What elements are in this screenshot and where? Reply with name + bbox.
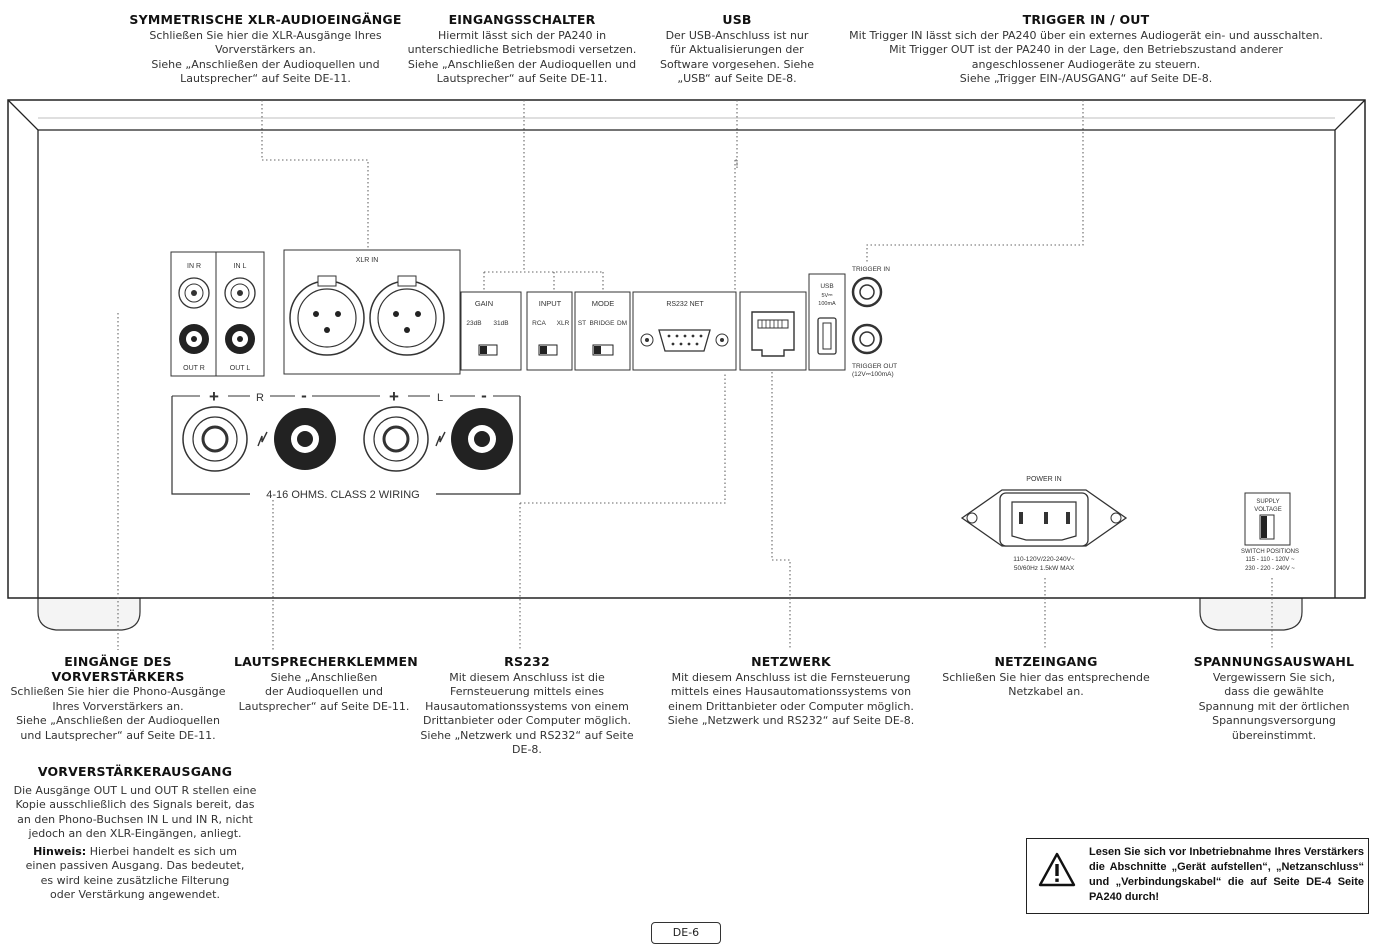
trigger-out-spec: (12V⎓100mA) <box>852 371 894 378</box>
anno-speaker-terminals: LAUTSPRECHERKLEMMEN Siehe „Anschließen d… <box>234 654 418 714</box>
anno-title: USB <box>722 12 752 27</box>
switch-positions-label: SWITCH POSITIONS <box>1241 549 1299 555</box>
anno-preamp-inputs: EINGÄNGE DES VORVERSTÄRKERS Schließen Si… <box>2 654 234 743</box>
r-plus: + <box>209 387 219 406</box>
l-minus: - <box>481 386 487 405</box>
gain-label: GAIN <box>475 299 493 308</box>
leader-lines <box>117 100 1273 650</box>
anno-title: EINGANGSSCHALTER <box>448 12 596 27</box>
trigger-in-label: TRIGGER IN <box>852 266 890 273</box>
switch-blocks <box>460 291 631 371</box>
xlr-block <box>283 249 461 375</box>
rca-in-r-label: IN R <box>187 263 201 270</box>
right-foot <box>1199 597 1303 631</box>
usb-spec2: 100mA <box>818 301 836 307</box>
trigger-jacks <box>851 276 883 355</box>
gain-opt-b: 31dB <box>493 320 508 327</box>
l-plus: + <box>389 387 399 406</box>
anno-body: Mit diesem Anschluss ist die Fernsteueru… <box>667 670 915 728</box>
anno-body: Vergewissern Sie sich, dass die gewählte… <box>1198 670 1350 742</box>
warning-box: Lesen Sie sich vor Inbetriebnahme Ihres … <box>1026 838 1369 914</box>
note-body: Hierbei handelt es sich um einen passive… <box>25 844 245 902</box>
input-label: INPUT <box>539 299 562 308</box>
anno-title: SPANNUNGSAUSWAHL <box>1193 654 1355 669</box>
supply-label-1: SUPPLY <box>1256 499 1279 505</box>
warning-text: Lesen Sie sich vor Inbetriebnahme Ihres … <box>1089 846 1364 903</box>
voltage-selector <box>1244 492 1291 546</box>
xlr-in-label: XLR IN <box>356 257 379 264</box>
anno-title: TRIGGER IN / OUT <box>1022 12 1150 27</box>
mode-opt-b: BRIDGE <box>590 320 616 327</box>
power-in-label: POWER IN <box>1026 476 1061 483</box>
anno-body: Schließen Sie hier die Phono-Ausgänge Ih… <box>10 685 226 742</box>
anno-body: Siehe „Anschließen der Audioquellen und … <box>238 670 410 713</box>
rs232-port <box>632 291 737 371</box>
r-minus: - <box>301 386 307 405</box>
anno-body: Mit diesem Anschluss ist die Fernsteueru… <box>420 670 634 757</box>
anno-rs232: RS232 Mit diesem Anschluss ist die Ferns… <box>408 654 646 758</box>
anno-title: NETZWERK <box>751 654 831 669</box>
left-foot <box>37 597 141 631</box>
l-label: L <box>437 392 443 404</box>
usb-port <box>808 273 846 371</box>
anno-body: Die Ausgänge OUT L und OUT R stellen ein… <box>13 783 257 841</box>
anno-body: Hiermit lässt sich der PA240 in untersch… <box>407 28 637 86</box>
r-label: R <box>256 392 264 404</box>
rca-out-l-label: OUT L <box>230 365 251 372</box>
rca-in-l-label: IN L <box>234 263 247 270</box>
network-port <box>739 291 807 371</box>
anno-body: Schließen Sie hier die XLR-Ausgänge Ihre… <box>149 28 382 86</box>
anno-power-inlet: NETZEINGANG Schließen Sie hier das entsp… <box>932 654 1160 700</box>
rca-block <box>170 251 265 377</box>
anno-xlr-inputs: SYMMETRISCHE XLR-AUDIOEINGÄNGE Schließen… <box>108 12 423 87</box>
rs232-label: RS232 NET <box>666 301 704 308</box>
gain-opt-a: 23dB <box>466 320 481 327</box>
usb-label: USB <box>820 283 833 290</box>
anno-title: SYMMETRISCHE XLR-AUDIOEINGÄNGE <box>129 12 402 27</box>
anno-title: NETZEINGANG <box>994 654 1098 669</box>
voltage-row1: 115 - 110 - 120V ~ <box>1246 557 1295 563</box>
anno-body: Schließen Sie hier das entsprechende Net… <box>942 670 1150 699</box>
power-inlet <box>960 489 1128 547</box>
anno-title: RS232 <box>504 654 550 669</box>
power-spec2: 50/60Hz 1.5kW MAX <box>1014 565 1075 572</box>
anno-preamp-output: VORVERSTÄRKERAUSGANG Die Ausgänge OUT L … <box>0 764 270 903</box>
input-opt-a: RCA <box>532 320 546 327</box>
usb-spec1: 5V⎓ <box>821 293 833 299</box>
anno-title: EINGÄNGE DES VORVERSTÄRKERS <box>51 654 185 684</box>
mode-opt-c: DM <box>617 320 627 327</box>
mode-opt-a: ST <box>578 320 586 327</box>
voltage-row2: 230 - 220 - 240V ~ <box>1245 566 1295 572</box>
anno-body: Der USB-Anschluss ist nur für Aktualisie… <box>659 28 815 86</box>
trigger-out-label: TRIGGER OUT <box>852 363 897 370</box>
anno-network: NETZWERK Mit diesem Anschluss ist die Fe… <box>650 654 932 729</box>
anno-title: LAUTSPRECHERKLEMMEN <box>234 654 418 669</box>
input-opt-b: XLR <box>557 320 570 327</box>
anno-voltage-select: SPANNUNGSAUSWAHL Vergewissern Sie sich, … <box>1184 654 1364 743</box>
wiring-label: 4-16 OHMS. CLASS 2 WIRING <box>266 489 419 501</box>
anno-title: VORVERSTÄRKERAUSGANG <box>37 764 233 779</box>
rca-out-r-label: OUT R <box>183 365 205 372</box>
power-spec1: 110-120V/220-240V~ <box>1013 556 1075 563</box>
page-number: DE-6 <box>651 922 721 944</box>
warning-icon <box>1038 852 1076 887</box>
supply-label-2: VOLTAGE <box>1254 507 1281 513</box>
anno-usb: USB Der USB-Anschluss ist nur für Aktual… <box>652 12 822 87</box>
anno-trigger: TRIGGER IN / OUT Mit Trigger IN lässt si… <box>826 12 1346 87</box>
mode-label: MODE <box>592 299 615 308</box>
note-label: Hinweis: <box>33 844 87 858</box>
anno-body: Mit Trigger IN lässt sich der PA240 über… <box>849 28 1323 86</box>
anno-input-switch: EINGANGSSCHALTER Hiermit lässt sich der … <box>394 12 650 87</box>
anno-note: Hinweis: Hierbei handelt es sich um eine… <box>0 845 270 903</box>
speaker-terminals <box>171 395 521 500</box>
